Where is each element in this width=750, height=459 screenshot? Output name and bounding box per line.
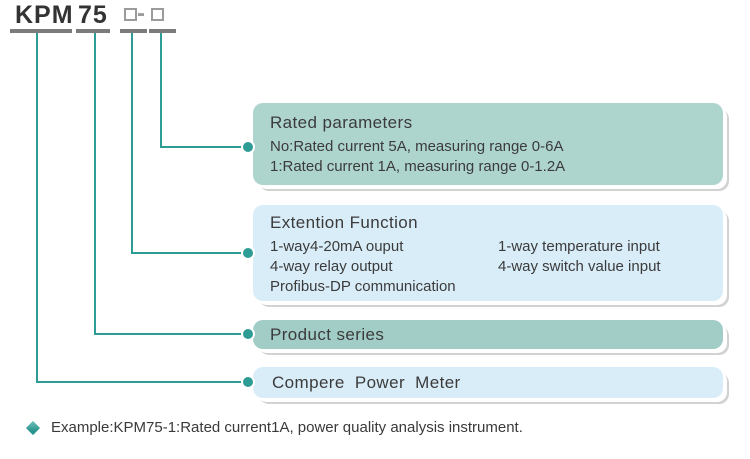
underline-series bbox=[76, 29, 110, 33]
model-series: 75 bbox=[78, 1, 108, 29]
code-dash: - bbox=[137, 0, 145, 27]
connector-line-rated-horizontal bbox=[160, 146, 248, 148]
connector-line-rated bbox=[160, 33, 162, 148]
extension-option-profibus: Profibus-DP communication bbox=[270, 278, 456, 295]
code-placeholder-box-1 bbox=[124, 8, 137, 21]
connector-line-extension-horizontal bbox=[131, 252, 248, 254]
rated-option-1a: 1:Rated current 1A, measuring range 0-1.… bbox=[270, 158, 566, 175]
extension-option-analog-output: 1-way4-20mA ouput bbox=[270, 238, 404, 255]
extension-option-switch-input: 4-way switch value input bbox=[498, 258, 661, 275]
rated-option-5a: No:Rated current 5A, measuring range 0-6… bbox=[270, 138, 564, 155]
connector-line-product-series-horizontal bbox=[94, 333, 248, 335]
diamond-bullet-icon bbox=[25, 420, 41, 435]
connector-dot-extension bbox=[241, 246, 255, 260]
connector-line-product-series bbox=[94, 33, 96, 335]
example-row: Example:KPM75-1:Rated current1A, power q… bbox=[25, 419, 523, 436]
extension-right-column: 1-way temperature input 4-way switch val… bbox=[498, 237, 706, 297]
extension-option-relay-output: 4-way relay output bbox=[270, 258, 393, 275]
extension-function-columns: 1-way4-20mA ouput 4-way relay output Pro… bbox=[270, 237, 706, 297]
panel-extension-function-title: Extention Function bbox=[270, 213, 419, 232]
model-brand: KPM bbox=[15, 1, 74, 29]
underline-brand bbox=[10, 29, 72, 33]
panel-rated-parameters: Rated parameters No:Rated current 5A, me… bbox=[253, 103, 723, 185]
connector-dot-rated bbox=[241, 140, 255, 154]
code-placeholder-box-2 bbox=[151, 8, 164, 21]
panel-product-series: Product series bbox=[253, 320, 723, 349]
connector-dot-product-series bbox=[241, 327, 255, 341]
panel-product-series-title: Product series bbox=[270, 324, 385, 344]
panel-rated-parameters-title: Rated parameters bbox=[270, 113, 413, 132]
connector-line-compere-horizontal bbox=[36, 381, 248, 383]
panel-compere-power-meter-title: Compere Power Meter bbox=[272, 372, 461, 392]
connector-line-compere bbox=[36, 33, 38, 383]
panel-compere-power-meter: Compere Power Meter bbox=[253, 367, 723, 398]
example-text: Example:KPM75-1:Rated current1A, power q… bbox=[51, 419, 523, 436]
underline-placeholder-2 bbox=[149, 29, 176, 33]
extension-option-temperature-input: 1-way temperature input bbox=[498, 238, 660, 255]
panel-extension-function: Extention Function 1-way4-20mA ouput 4-w… bbox=[253, 205, 723, 301]
underline-placeholder-1 bbox=[120, 29, 147, 33]
connector-line-extension bbox=[131, 33, 133, 254]
extension-left-column: 1-way4-20mA ouput 4-way relay output Pro… bbox=[270, 237, 498, 297]
connector-dot-compere bbox=[241, 375, 255, 389]
